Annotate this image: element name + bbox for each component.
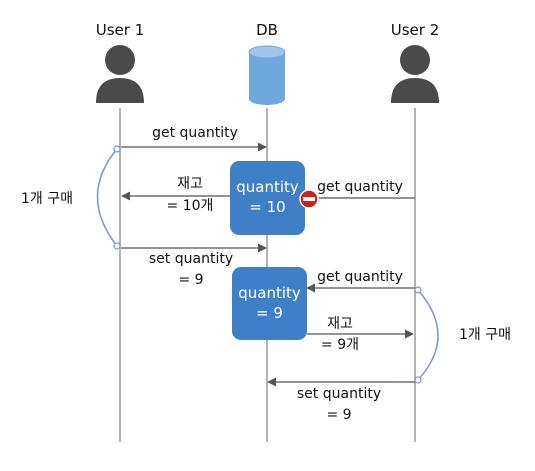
- message-set-quantity-2-line2: = 9: [326, 407, 352, 423]
- purchase-brace-right: [417, 289, 439, 381]
- brace-handle-right-top: [414, 286, 422, 294]
- brace-handle-left-bottom: [113, 242, 121, 250]
- annotation-purchase-right: 1개 구매: [459, 327, 511, 343]
- message-set-quantity-1-line1: set quantity: [148, 251, 234, 267]
- message-stock-10-line2: = 10개: [166, 198, 214, 214]
- message-get-quantity-1: get quantity: [152, 125, 238, 141]
- annotation-purchase-left: 1개 구매: [21, 191, 73, 207]
- message-get-quantity-2: get quantity: [317, 179, 403, 195]
- message-stock-9-line1: 재고: [327, 316, 353, 332]
- message-set-quantity-1-line2: = 9: [178, 272, 204, 288]
- quantity-box-9-line1: quantity: [238, 284, 301, 302]
- actor-label-user2: User 2: [390, 21, 440, 39]
- message-stock-10-line1: 재고: [177, 176, 203, 192]
- quantity-box-10-line2: = 10: [249, 198, 286, 216]
- actor-label-db: DB: [256, 21, 278, 39]
- message-stock-9-line2: = 9개: [321, 337, 359, 353]
- brace-handle-right-bottom: [414, 376, 422, 384]
- person-icon-user2: [391, 45, 439, 103]
- actor-label-user1: User 1: [95, 21, 145, 39]
- quantity-box-9: quantity = 9: [232, 267, 307, 340]
- quantity-box-10: quantity = 10: [230, 161, 305, 235]
- message-get-quantity-3: get quantity: [317, 269, 403, 285]
- quantity-box-9-line2: = 9: [256, 304, 283, 322]
- database-icon: [248, 45, 286, 105]
- message-set-quantity-2-line1: set quantity: [296, 386, 382, 402]
- brace-handle-left-top: [113, 145, 121, 153]
- purchase-brace-left: [96, 148, 118, 247]
- person-icon-user1: [96, 45, 144, 103]
- quantity-box-10-line1: quantity: [236, 178, 299, 196]
